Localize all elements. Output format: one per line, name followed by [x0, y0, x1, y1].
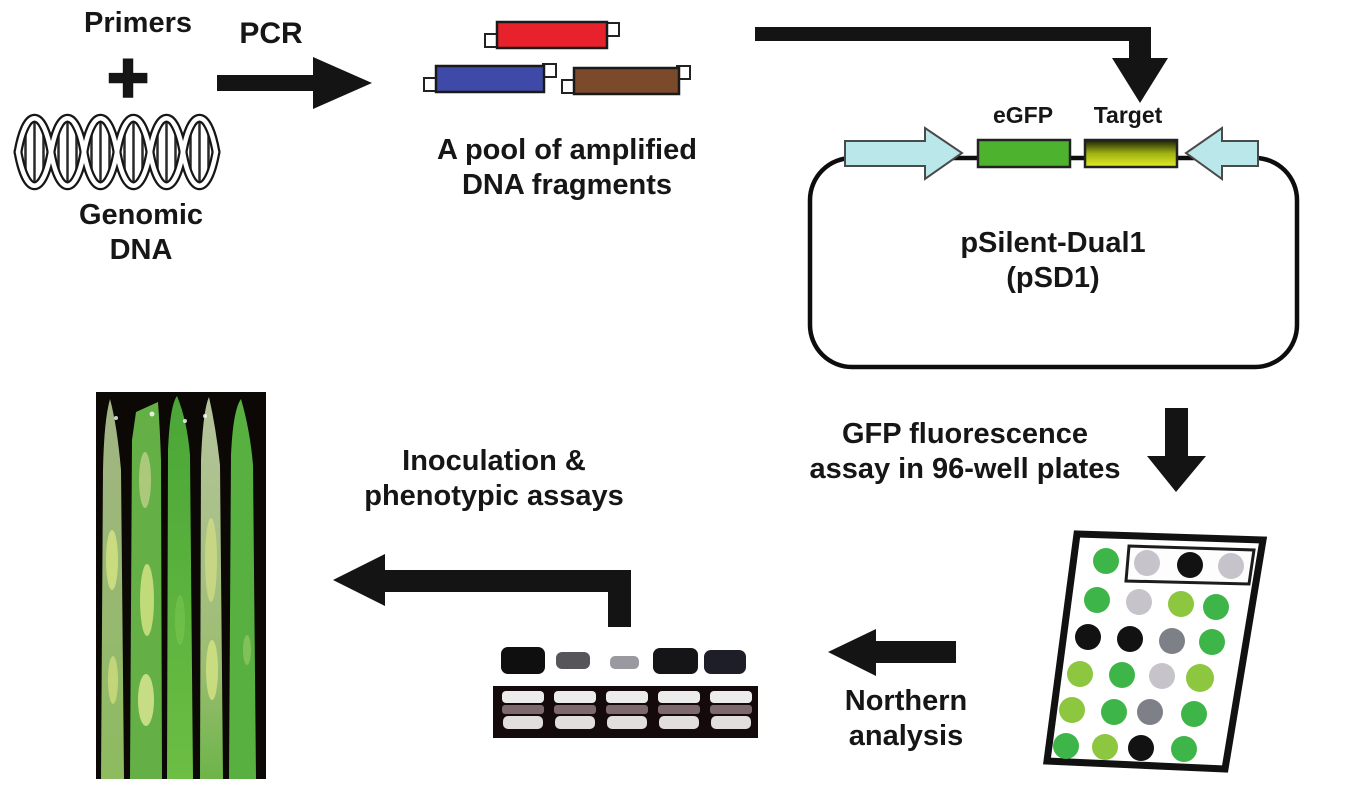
- down-arrow-icon: [1147, 408, 1206, 492]
- plus-icon: +: [106, 38, 151, 118]
- genomic-dna-line2: DNA: [109, 233, 173, 266]
- dna-fragment-red: [484, 20, 620, 50]
- gfp-assay-label: GFP fluorescence assay in 96-well plates: [809, 417, 1120, 487]
- 96-well-plate: [1043, 530, 1268, 773]
- northern-line2: analysis: [848, 719, 964, 752]
- blot-bands: [501, 647, 746, 674]
- genomic-dna-line1: Genomic: [78, 199, 204, 231]
- plasmid-map: [807, 126, 1300, 370]
- pool-label: A pool of amplified DNA fragments: [437, 133, 697, 203]
- northern-line1: Northern: [844, 685, 968, 717]
- inoculation-label: Inoculation & phenotypic assays: [364, 444, 624, 514]
- pool-line1: A pool of amplified: [437, 134, 697, 166]
- northern-arrow-icon: [828, 629, 956, 676]
- pcr-arrow-icon: [217, 57, 372, 109]
- photo-specks: [114, 411, 207, 423]
- genomic-dna-label: Genomic DNA: [79, 198, 203, 268]
- gfp-assay-line1: GFP fluorescence: [841, 418, 1089, 450]
- promoter-arrow-right-icon: [844, 126, 964, 181]
- egfp-label: eGFP: [992, 102, 1054, 128]
- northern-blot-image: [493, 647, 758, 738]
- pcr-label: PCR: [239, 17, 303, 50]
- inoculation-line2: phenotypic assays: [364, 479, 624, 512]
- egfp-gene-box: [976, 138, 1072, 169]
- primers-label: Primers: [83, 7, 193, 39]
- plasmid-name-label: pSilent-Dual1 (pSD1): [960, 226, 1145, 296]
- leaf-photo: [96, 392, 266, 779]
- dna-fragment-blue: [423, 63, 557, 94]
- northern-analysis-label: Northern analysis: [845, 684, 967, 754]
- inoculation-elbow-arrow-icon: [333, 554, 631, 627]
- gfp-assay-line2: assay in 96-well plates: [809, 452, 1121, 485]
- leaf-lesions: [106, 452, 251, 726]
- plate-wells: [1053, 548, 1244, 762]
- gel-rrna-bands: [502, 691, 752, 729]
- pool-line2: DNA fragments: [461, 168, 673, 201]
- cloning-elbow-arrow-icon: [755, 27, 1168, 103]
- plasmid-name-line2: (pSD1): [1006, 261, 1100, 294]
- plasmid-name-line1: pSilent-Dual1: [960, 227, 1146, 259]
- dna-fragment-brown: [561, 65, 691, 96]
- genomic-dna-helix-icon: [13, 114, 221, 190]
- promoter-arrow-left-icon: [1184, 126, 1259, 181]
- target-gene-box: [1083, 138, 1179, 169]
- inoculation-line1: Inoculation &: [402, 445, 586, 477]
- target-label: Target: [1093, 102, 1163, 128]
